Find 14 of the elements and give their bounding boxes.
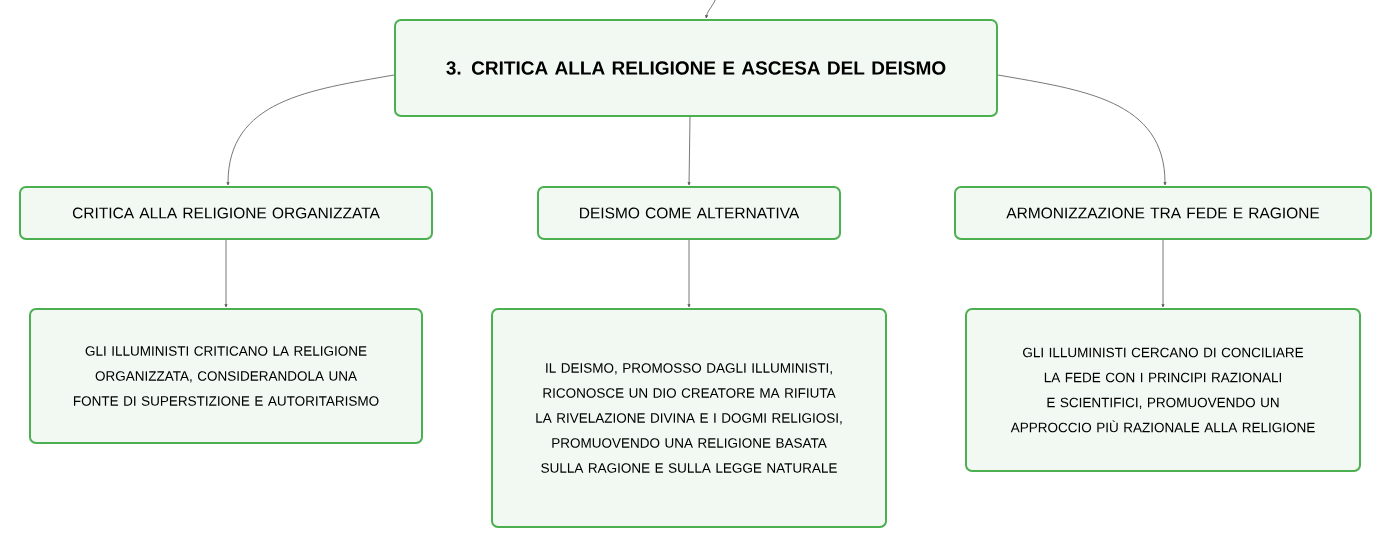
description-box: GLI ILLUMINISTI CERCANO DI CONCILIARE LA FEDE CON I PRINCIPI RAZIONALI E SCIENTIFICI, PROMUOVENDO UN APPROCCIO PIÙ RAZIONALE ALLA RELIGIONE [965,308,1361,472]
arrow [1161,239,1165,308]
description-box: IL DEISMO, PROMOSSO DAGLI ILLUMINISTI, RICONOSCE UN DIO CREATORE MA RIFIUTA LA RIVELAZIONE DIVINA E I DOGMI RELIGIOSI, PROMUOVENDO UNA RELIGIONE BASATA SULLA RAGIONE E SULLA LEGGE NATURALE [491,308,887,528]
arrow [997,74,1167,186]
arrow [705,0,717,19]
arrow [687,239,691,308]
topic-box: 3. CRITICA ALLA RELIGIONE E ASCESA DEL DEISMO [394,19,998,117]
arrow [224,239,228,308]
subtopic-box: CRITICA ALLA RELIGIONE ORGANIZZATA [19,186,433,240]
description-box: GLI ILLUMINISTI CRITICANO LA RELIGIONE ORGANIZZATA, CONSIDERANDOLA UNA FONTE DI SUPERSTIZIONE E AUTORITARISMO [29,308,423,444]
arrow [226,74,395,186]
subtopic-box: DEISMO COME ALTERNATIVA [537,186,841,240]
subtopic-box: ARMONIZZAZIONE TRA FEDE E RAGIONE [954,186,1372,240]
arrow [687,116,691,186]
